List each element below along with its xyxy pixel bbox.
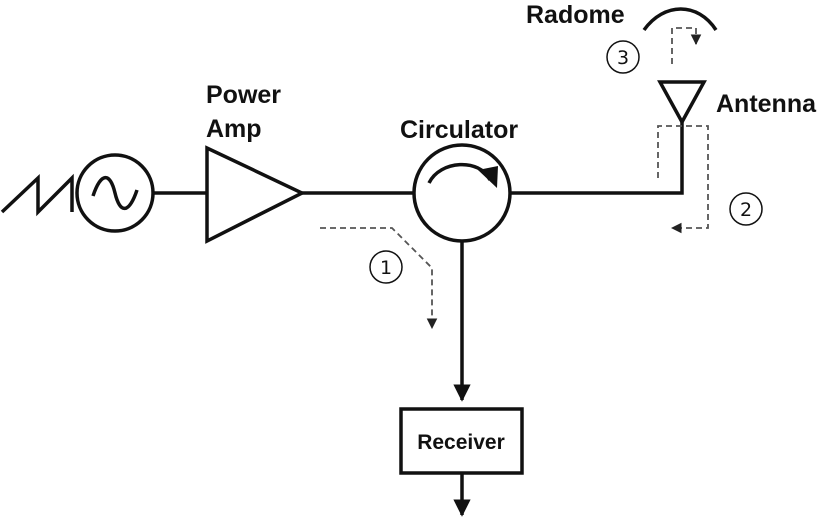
reflection-path-3 bbox=[671, 27, 702, 64]
sine-source-icon bbox=[75, 153, 155, 233]
path-2-marker bbox=[729, 192, 763, 226]
radome-arc-icon bbox=[642, 7, 718, 32]
amplifier-triangle-icon bbox=[205, 145, 306, 244]
wire-circulator-to-antenna bbox=[510, 120, 684, 195]
path-3-number: 3 bbox=[617, 47, 629, 69]
path-3-marker bbox=[606, 40, 640, 74]
power-amp-label-line2: Amp bbox=[206, 115, 262, 143]
path-1-number: 1 bbox=[380, 257, 392, 279]
power-amp-label-line1: Power bbox=[206, 81, 281, 109]
antenna-label: Antenna bbox=[716, 90, 817, 118]
sawtooth-waveform-icon bbox=[0, 173, 74, 217]
reflection-path-2 bbox=[657, 125, 709, 234]
path-2-number: 2 bbox=[740, 199, 752, 221]
receiver-label: Receiver bbox=[417, 431, 505, 454]
path-1-marker bbox=[369, 250, 403, 284]
leakage-path-1 bbox=[320, 227, 438, 330]
radome-label: Radome bbox=[526, 1, 625, 29]
circulator-icon bbox=[412, 143, 512, 243]
antenna-icon bbox=[657, 80, 707, 126]
circulator-label: Circulator bbox=[400, 116, 518, 144]
